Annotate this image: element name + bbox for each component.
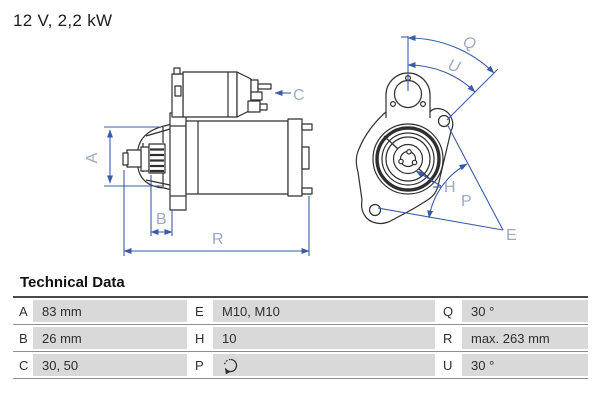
page-title: 12 V, 2,2 kW bbox=[13, 11, 113, 30]
tech-key-p: P bbox=[195, 357, 204, 373]
tech-key-c: C bbox=[19, 357, 29, 373]
dim-label-a: A bbox=[84, 152, 101, 163]
dim-label-r: R bbox=[212, 231, 224, 248]
tech-value-a: 83 mm bbox=[33, 300, 187, 322]
dim-label-e: E bbox=[506, 227, 517, 244]
tech-value-u: 30 ° bbox=[462, 354, 588, 376]
tech-value-b: 26 mm bbox=[33, 327, 187, 349]
tech-key-r: R bbox=[443, 330, 453, 346]
tech-key-a: A bbox=[19, 303, 28, 319]
table-row: B 26 mm H 10 R max. 263 mm bbox=[13, 325, 588, 352]
tech-value-p-cell bbox=[213, 354, 435, 376]
dim-label-q: Q bbox=[461, 34, 478, 54]
front-view-drawing bbox=[355, 72, 454, 225]
dim-label-c: C bbox=[293, 87, 305, 104]
tech-value-r: max. 263 mm bbox=[462, 327, 588, 349]
side-view-dimension-labels: A B R C bbox=[84, 87, 305, 248]
tech-key-u: U bbox=[443, 357, 453, 373]
dim-label-p: P bbox=[461, 193, 472, 210]
side-view-dimensions bbox=[104, 90, 310, 256]
tech-key-b: B bbox=[19, 330, 28, 346]
technical-data-table: A 83 mm E M10, M10 Q 30 ° B 26 mm H 10 R… bbox=[13, 296, 588, 379]
front-view-dimension-labels: Q U H P E bbox=[444, 34, 517, 244]
front-view-dimensions bbox=[377, 34, 504, 231]
table-row: C 30, 50 P U 30 ° bbox=[13, 352, 588, 379]
tech-key-q: Q bbox=[443, 303, 454, 319]
table-row: A 83 mm E M10, M10 Q 30 ° bbox=[13, 298, 588, 325]
side-view-drawing bbox=[122, 67, 313, 211]
dim-label-b: B bbox=[156, 211, 167, 228]
tech-value-e: M10, M10 bbox=[213, 300, 435, 322]
technical-data-heading: Technical Data bbox=[20, 274, 125, 291]
dim-label-u: U bbox=[446, 57, 463, 77]
tech-value-q: 30 ° bbox=[462, 300, 588, 322]
dim-label-h: H bbox=[444, 179, 456, 196]
tech-value-h: 10 bbox=[213, 327, 435, 349]
tech-key-h: H bbox=[195, 330, 205, 346]
tech-key-e: E bbox=[195, 303, 204, 319]
tech-value-c: 30, 50 bbox=[33, 354, 187, 376]
rotation-direction-icon bbox=[223, 358, 238, 374]
